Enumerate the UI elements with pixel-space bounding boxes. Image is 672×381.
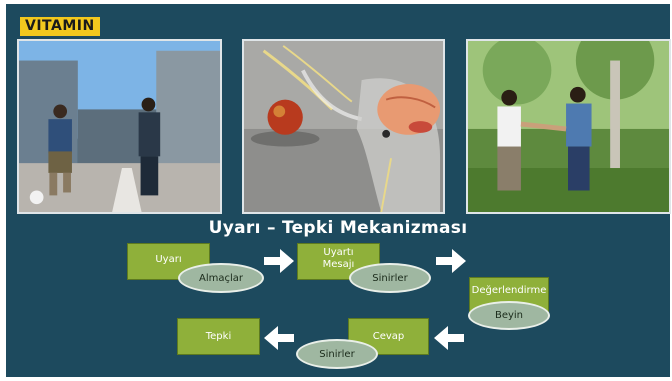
degerlendirme-label: Değerlendirme bbox=[471, 285, 547, 296]
uyari-label: Uyarı bbox=[155, 254, 182, 265]
sinirler-oval-top: Sinirler bbox=[349, 263, 431, 293]
soccer-ball-photo bbox=[17, 39, 222, 214]
tepki-box: Tepki bbox=[177, 318, 260, 355]
tepki-label: Tepki bbox=[205, 330, 232, 342]
beyin-oval: Beyin bbox=[468, 301, 550, 330]
almaclar-oval: Almaçlar bbox=[178, 263, 264, 293]
arrow-right-icon bbox=[264, 249, 294, 273]
arrow-left-icon bbox=[264, 326, 294, 350]
sinirler-label-top: Sinirler bbox=[372, 272, 408, 284]
mesaji-label: Mesajı bbox=[322, 259, 355, 270]
slide: VITAMIN bbox=[6, 4, 671, 377]
beyin-label: Beyin bbox=[494, 310, 524, 321]
almaclar-label: Almaçlar bbox=[198, 272, 243, 284]
uyarti-label: Uyartı bbox=[323, 247, 354, 258]
arrow-left-icon bbox=[434, 326, 464, 350]
diagram-title: Uyarı – Tepki Mekanizması bbox=[208, 218, 468, 238]
brain-reflex-illustration bbox=[242, 39, 445, 214]
arrow-right-icon bbox=[436, 249, 466, 273]
handshake-photo bbox=[466, 39, 671, 214]
sinirler-label-bottom: Sinirler bbox=[319, 348, 355, 360]
vitamin-logo: VITAMIN bbox=[20, 17, 100, 36]
sinirler-oval-bottom: Sinirler bbox=[296, 339, 378, 369]
cevap-label: Cevap bbox=[372, 330, 405, 342]
